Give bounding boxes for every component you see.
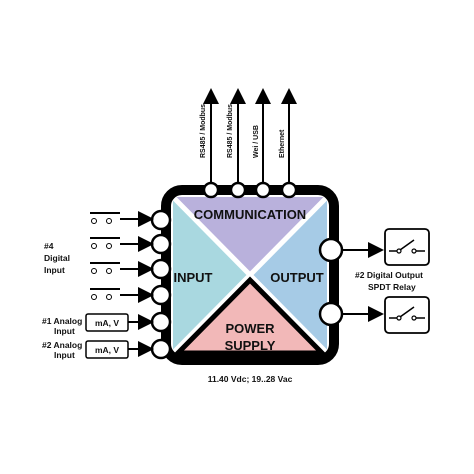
power-supply-label-1: POWER <box>225 321 275 336</box>
comm-port-label-4: Ethernet <box>279 129 286 158</box>
module-port-circles <box>150 181 344 360</box>
analog-input-1-label-2: Input <box>54 326 75 336</box>
comm-port-label-1: RS485 / Modbus <box>200 104 207 158</box>
analog-input-1: #1 Analog Input mA, V <box>42 313 154 336</box>
analog-input-1-box-label: mA, V <box>95 318 119 328</box>
digital-outputs: #2 Digital Output SPDT Relay <box>342 228 430 334</box>
power-supply-section <box>173 275 327 353</box>
relay-output-1 <box>342 228 430 266</box>
relay-output-2 <box>342 296 430 334</box>
digital-output-label-2: SPDT Relay <box>368 282 416 292</box>
analog-input-2-label-2: Input <box>54 350 75 360</box>
input-section <box>173 197 250 353</box>
digital-output-label-1: #2 Digital Output <box>355 270 423 280</box>
analog-input-1-label-1: #1 Analog <box>42 316 82 326</box>
relay-2-box <box>384 296 430 334</box>
digital-input-switch-2 <box>90 236 154 252</box>
input-label: INPUT <box>174 270 213 285</box>
communication-section <box>173 197 327 275</box>
digital-input-switch-4 <box>90 287 154 303</box>
power-spec-label: 11.40 Vdc; 19..28 Vac <box>208 374 293 384</box>
digital-input-switch-1 <box>90 211 154 227</box>
digital-inputs: #4 Digital Input <box>44 211 154 303</box>
digital-input-label-2: Digital <box>44 253 70 263</box>
output-section <box>250 197 327 353</box>
communication-label: COMMUNICATION <box>194 207 306 222</box>
communication-ports: RS485 / Modbus RS485 / Modbus Wei / USB … <box>200 88 297 183</box>
analog-inputs: #1 Analog Input mA, V #2 Analog Input mA… <box>42 313 154 360</box>
digital-input-label-1: #4 <box>44 241 54 251</box>
comm-port-label-3: Wei / USB <box>253 125 260 158</box>
power-supply-label-2: SUPPLY <box>225 338 276 353</box>
output-label: OUTPUT <box>270 270 324 285</box>
analog-input-2: #2 Analog Input mA, V <box>42 340 154 360</box>
digital-input-switch-3 <box>90 261 154 277</box>
digital-input-label-3: Input <box>44 265 65 275</box>
relay-1-box <box>384 228 430 266</box>
module-body: COMMUNICATION INPUT OUTPUT POWER SUPPLY <box>161 185 339 365</box>
analog-input-2-box-label: mA, V <box>95 345 119 355</box>
comm-port-label-2: RS485 / Modbus <box>227 104 234 158</box>
analog-input-2-label-1: #2 Analog <box>42 340 82 350</box>
